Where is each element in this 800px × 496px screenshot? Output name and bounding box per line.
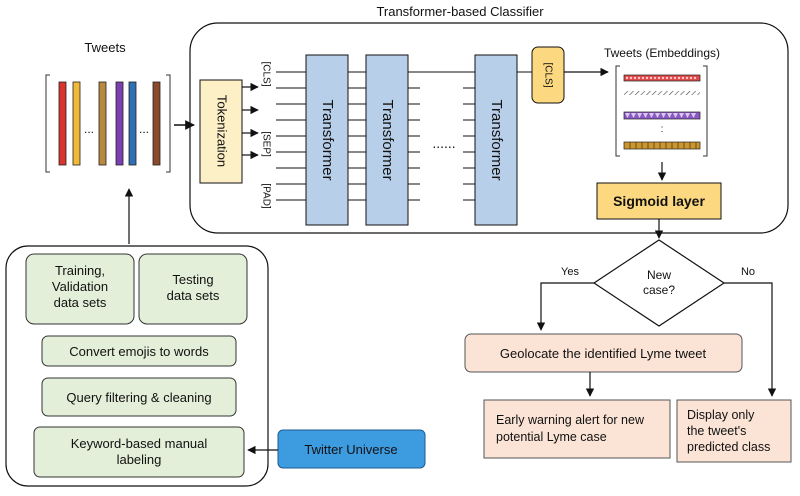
transformer-3-label: Transformer	[488, 99, 505, 180]
sigmoid-layer-label: Sigmoid layer	[613, 193, 705, 209]
keyword-labeling-line-2: labeling	[117, 452, 162, 467]
cls-output-label: [CLS]	[542, 62, 553, 87]
decision-line-2: case?	[643, 283, 675, 297]
tweet-bar-4	[115, 81, 124, 166]
early-warning-box	[483, 399, 671, 459]
token-sep-label: [SEP]	[260, 131, 271, 157]
tokenization-box	[199, 79, 243, 184]
embedding-row-4	[623, 141, 701, 150]
transformer-block-2	[365, 54, 409, 226]
display-line-1: Display only	[687, 408, 755, 422]
decision-line-1: New	[647, 268, 671, 282]
classifier-title: Transformer-based Classifier	[376, 4, 544, 19]
transformer-1-label: Transformer	[319, 99, 336, 180]
tweet-bar-6	[152, 81, 161, 166]
training-datasets-box	[25, 253, 135, 325]
keyword-labeling-box	[33, 426, 245, 478]
training-line-3: data sets	[54, 295, 107, 310]
geolocate-box	[464, 333, 743, 373]
cls-output-box	[531, 46, 565, 104]
transformer-block-1	[305, 54, 349, 226]
testing-line-2: data sets	[167, 288, 220, 303]
tweets-label: Tweets	[84, 40, 126, 55]
geolocate-label: Geolocate the identified Lyme tweet	[500, 346, 707, 361]
testing-line-1: Testing	[172, 272, 213, 287]
convert-emojis-box	[41, 335, 237, 367]
display-predicted-box	[676, 399, 792, 463]
early-warning-line-1: Early warning alert for new	[496, 413, 645, 427]
tweet-bar-1	[58, 81, 67, 166]
embedding-row-2	[624, 91, 700, 95]
early-warning-line-2: potential Lyme case	[496, 430, 607, 444]
tweets-left-bracket	[45, 74, 50, 173]
sigmoid-layer-box	[596, 182, 722, 220]
embeddings-left-bracket	[615, 65, 620, 157]
tweets-ellipsis-1: ...	[84, 122, 94, 136]
query-filtering-label: Query filtering & cleaning	[66, 390, 211, 405]
token-connections	[276, 71, 306, 201]
tokenization-label: Tokenization	[215, 95, 230, 167]
tweet-bar-3	[98, 81, 107, 166]
keyword-labeling-line-1: Keyword-based manual	[71, 436, 208, 451]
transformer-block-3	[474, 54, 518, 226]
embeddings-label: Tweets (Embeddings)	[604, 46, 720, 60]
convert-emojis-label: Convert emojis to words	[69, 344, 209, 359]
embeddings-right-bracket	[703, 65, 708, 157]
embedding-row-1	[623, 74, 701, 82]
arrow-yes-to-geolocate	[536, 282, 594, 331]
tweet-bar-5	[128, 81, 137, 166]
display-line-2: the tweet's	[687, 424, 746, 438]
arrow-no-to-display	[724, 282, 777, 397]
t3-incoming-stubs	[463, 87, 475, 201]
tweet-bar-2	[72, 81, 81, 166]
embedding-row-3	[623, 111, 701, 120]
tweets-right-bracket	[166, 74, 171, 173]
training-line-1: Training,	[55, 263, 105, 278]
decision-yes-label: Yes	[561, 266, 579, 278]
testing-datasets-box	[138, 253, 248, 325]
t2-outgoing-stubs	[408, 87, 420, 201]
t1-t2-connections	[348, 71, 366, 201]
transformer-2-label: Transformer	[379, 99, 396, 180]
transformer-dots: ......	[432, 135, 455, 151]
token-pad-label: [PAD]	[260, 183, 271, 209]
token-cls-label: [CLS]	[260, 61, 271, 86]
tweet-bars	[58, 81, 161, 166]
training-line-2: Validation	[52, 279, 108, 294]
query-filtering-box	[41, 377, 237, 417]
decision-no-label: No	[741, 266, 755, 278]
twitter-universe-label: Twitter Universe	[304, 442, 397, 457]
embeddings-vertical-dots: :	[661, 124, 664, 135]
new-case-decision	[592, 239, 726, 327]
display-line-3: predicted class	[687, 440, 770, 454]
twitter-universe-box	[277, 429, 426, 469]
tweets-ellipsis-2: ...	[139, 122, 149, 136]
data-prep-container	[5, 245, 269, 487]
